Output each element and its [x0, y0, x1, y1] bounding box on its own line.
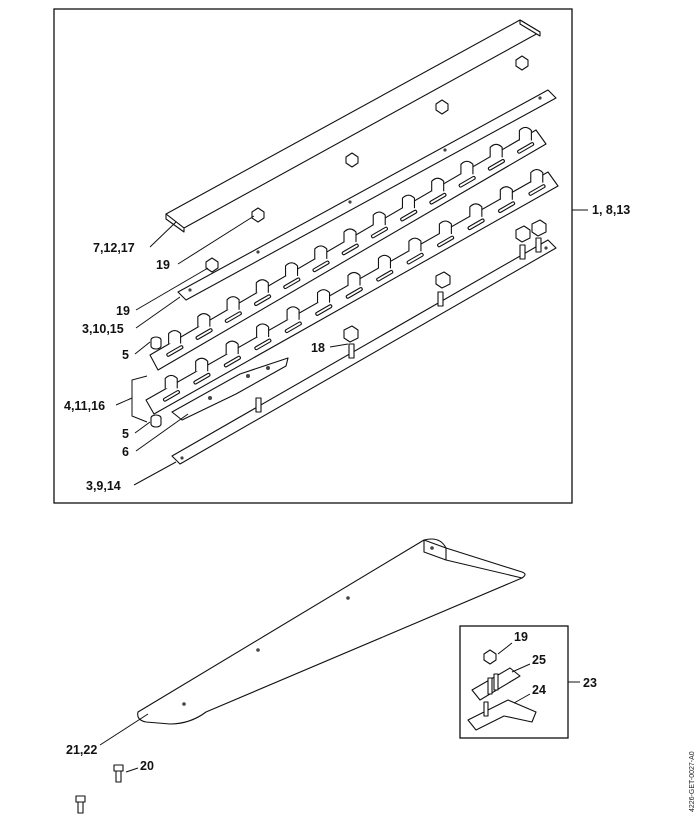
- callout-7-12-17: 7,12,17: [93, 241, 135, 255]
- callout-23: 23: [583, 676, 597, 690]
- lower-blade-tooth: [164, 374, 178, 389]
- upper-blade-tooth: [460, 160, 474, 175]
- leader-24: [513, 693, 531, 704]
- spacer-5-group: [150, 336, 162, 428]
- pin-18-group: [255, 237, 542, 413]
- lower-blade-slot: [376, 269, 394, 282]
- lower-blade-slot: [406, 252, 424, 265]
- upper-blade-slot: [341, 243, 359, 256]
- drawing-code: 4226-GET-0027-A0: [689, 751, 696, 812]
- lower-blade-slot: [254, 338, 272, 351]
- upper-blade-tooth: [314, 245, 328, 259]
- lower-blade-slot: [437, 235, 455, 248]
- lower-blade-slot: [284, 321, 302, 334]
- upper-blade-tooth: [518, 126, 532, 141]
- upper-blade-tooth: [226, 296, 240, 310]
- slide-block-group: [343, 219, 547, 343]
- upper-blade-tooth: [372, 211, 386, 226]
- upper-blade-slot: [283, 277, 301, 290]
- lower-blade-tooth: [499, 186, 513, 200]
- lower-blade-slot: [315, 304, 333, 316]
- upper-blade-slot: [254, 294, 272, 307]
- lower-blade-slot: [467, 218, 485, 231]
- lower-blade-tooth: [316, 289, 331, 303]
- upper-blade-tooth: [343, 228, 357, 242]
- callout-19-b: 19: [116, 304, 130, 318]
- upper-guide-strip: [177, 89, 557, 301]
- leader-19-c: [497, 642, 513, 655]
- upper-blade-slot: [370, 226, 389, 239]
- upper-blade-slot: [312, 260, 330, 273]
- callout-1-8-13: 1, 8,13: [592, 203, 630, 217]
- lower-blade-slot: [528, 184, 546, 196]
- upper-blade-slot: [400, 209, 418, 222]
- lower-blade-tooth: [256, 323, 270, 337]
- callout-24: 24: [532, 683, 546, 697]
- callout-19-a: 19: [156, 258, 170, 272]
- upper-blade-tooth: [284, 262, 299, 276]
- lower-blade-tooth: [438, 220, 452, 235]
- upper-blade-tooth: [197, 313, 211, 327]
- leader-20: [125, 767, 139, 773]
- lower-blade-tooth: [469, 203, 483, 217]
- lower-blade-slot: [223, 355, 241, 368]
- lower-blade-slot: [345, 287, 363, 299]
- lower-blade-tooth: [225, 340, 239, 355]
- nut-19-group: [205, 55, 529, 273]
- callout-20: 20: [140, 759, 154, 773]
- leader-21-22: [99, 713, 149, 746]
- lower-cutting-blade: [145, 169, 559, 415]
- upper-blade-tooth: [489, 143, 503, 158]
- callout-25: 25: [532, 653, 546, 667]
- callout-5-b: 5: [122, 427, 129, 441]
- assembly-frame: [53, 8, 573, 504]
- upper-cutting-blade: [149, 126, 547, 371]
- leader-lines-upper: [115, 209, 588, 486]
- lower-blade-slot: [162, 390, 181, 402]
- lower-blade-slot: [193, 372, 211, 385]
- upper-blade-tooth: [431, 177, 445, 192]
- lower-blade-slot: [498, 201, 516, 213]
- upper-blade-slot: [224, 311, 242, 323]
- upper-blade-slot: [429, 192, 447, 205]
- plate-6: [171, 357, 289, 421]
- leader-25: [511, 663, 531, 673]
- callout-3-9-14: 3,9,14: [86, 479, 121, 493]
- screw-20-group: [75, 764, 124, 814]
- lower-blade-tooth: [530, 169, 544, 183]
- callout-4-11-16: 4,11,16: [64, 399, 105, 413]
- lower-blade-tooth: [347, 271, 361, 286]
- callout-5-a: 5: [122, 348, 129, 362]
- upper-blade-tooth: [401, 194, 416, 209]
- callout-19-c: 19: [514, 630, 528, 644]
- blade-guard-21-22: [137, 538, 526, 725]
- detail-parts-23: [467, 649, 537, 731]
- upper-blade-slot: [166, 345, 184, 357]
- callout-18: 18: [311, 341, 325, 355]
- callout-21-22: 21,22: [66, 743, 97, 757]
- lower-blade-tooth: [408, 237, 422, 252]
- lower-blade-tooth: [377, 254, 392, 269]
- upper-blade-slot: [487, 159, 505, 171]
- lower-blade-tooth: [195, 357, 209, 372]
- upper-blade-slot: [517, 142, 535, 154]
- base-guide-strip: [171, 239, 557, 465]
- upper-blade-tooth: [255, 279, 269, 293]
- callout-3-10-15: 3,10,15: [82, 322, 124, 336]
- callout-6: 6: [122, 445, 129, 459]
- upper-blade-tooth: [168, 329, 182, 344]
- upper-blade-slot: [195, 328, 213, 340]
- upper-blade-slot: [458, 175, 476, 188]
- lower-blade-tooth: [286, 306, 300, 320]
